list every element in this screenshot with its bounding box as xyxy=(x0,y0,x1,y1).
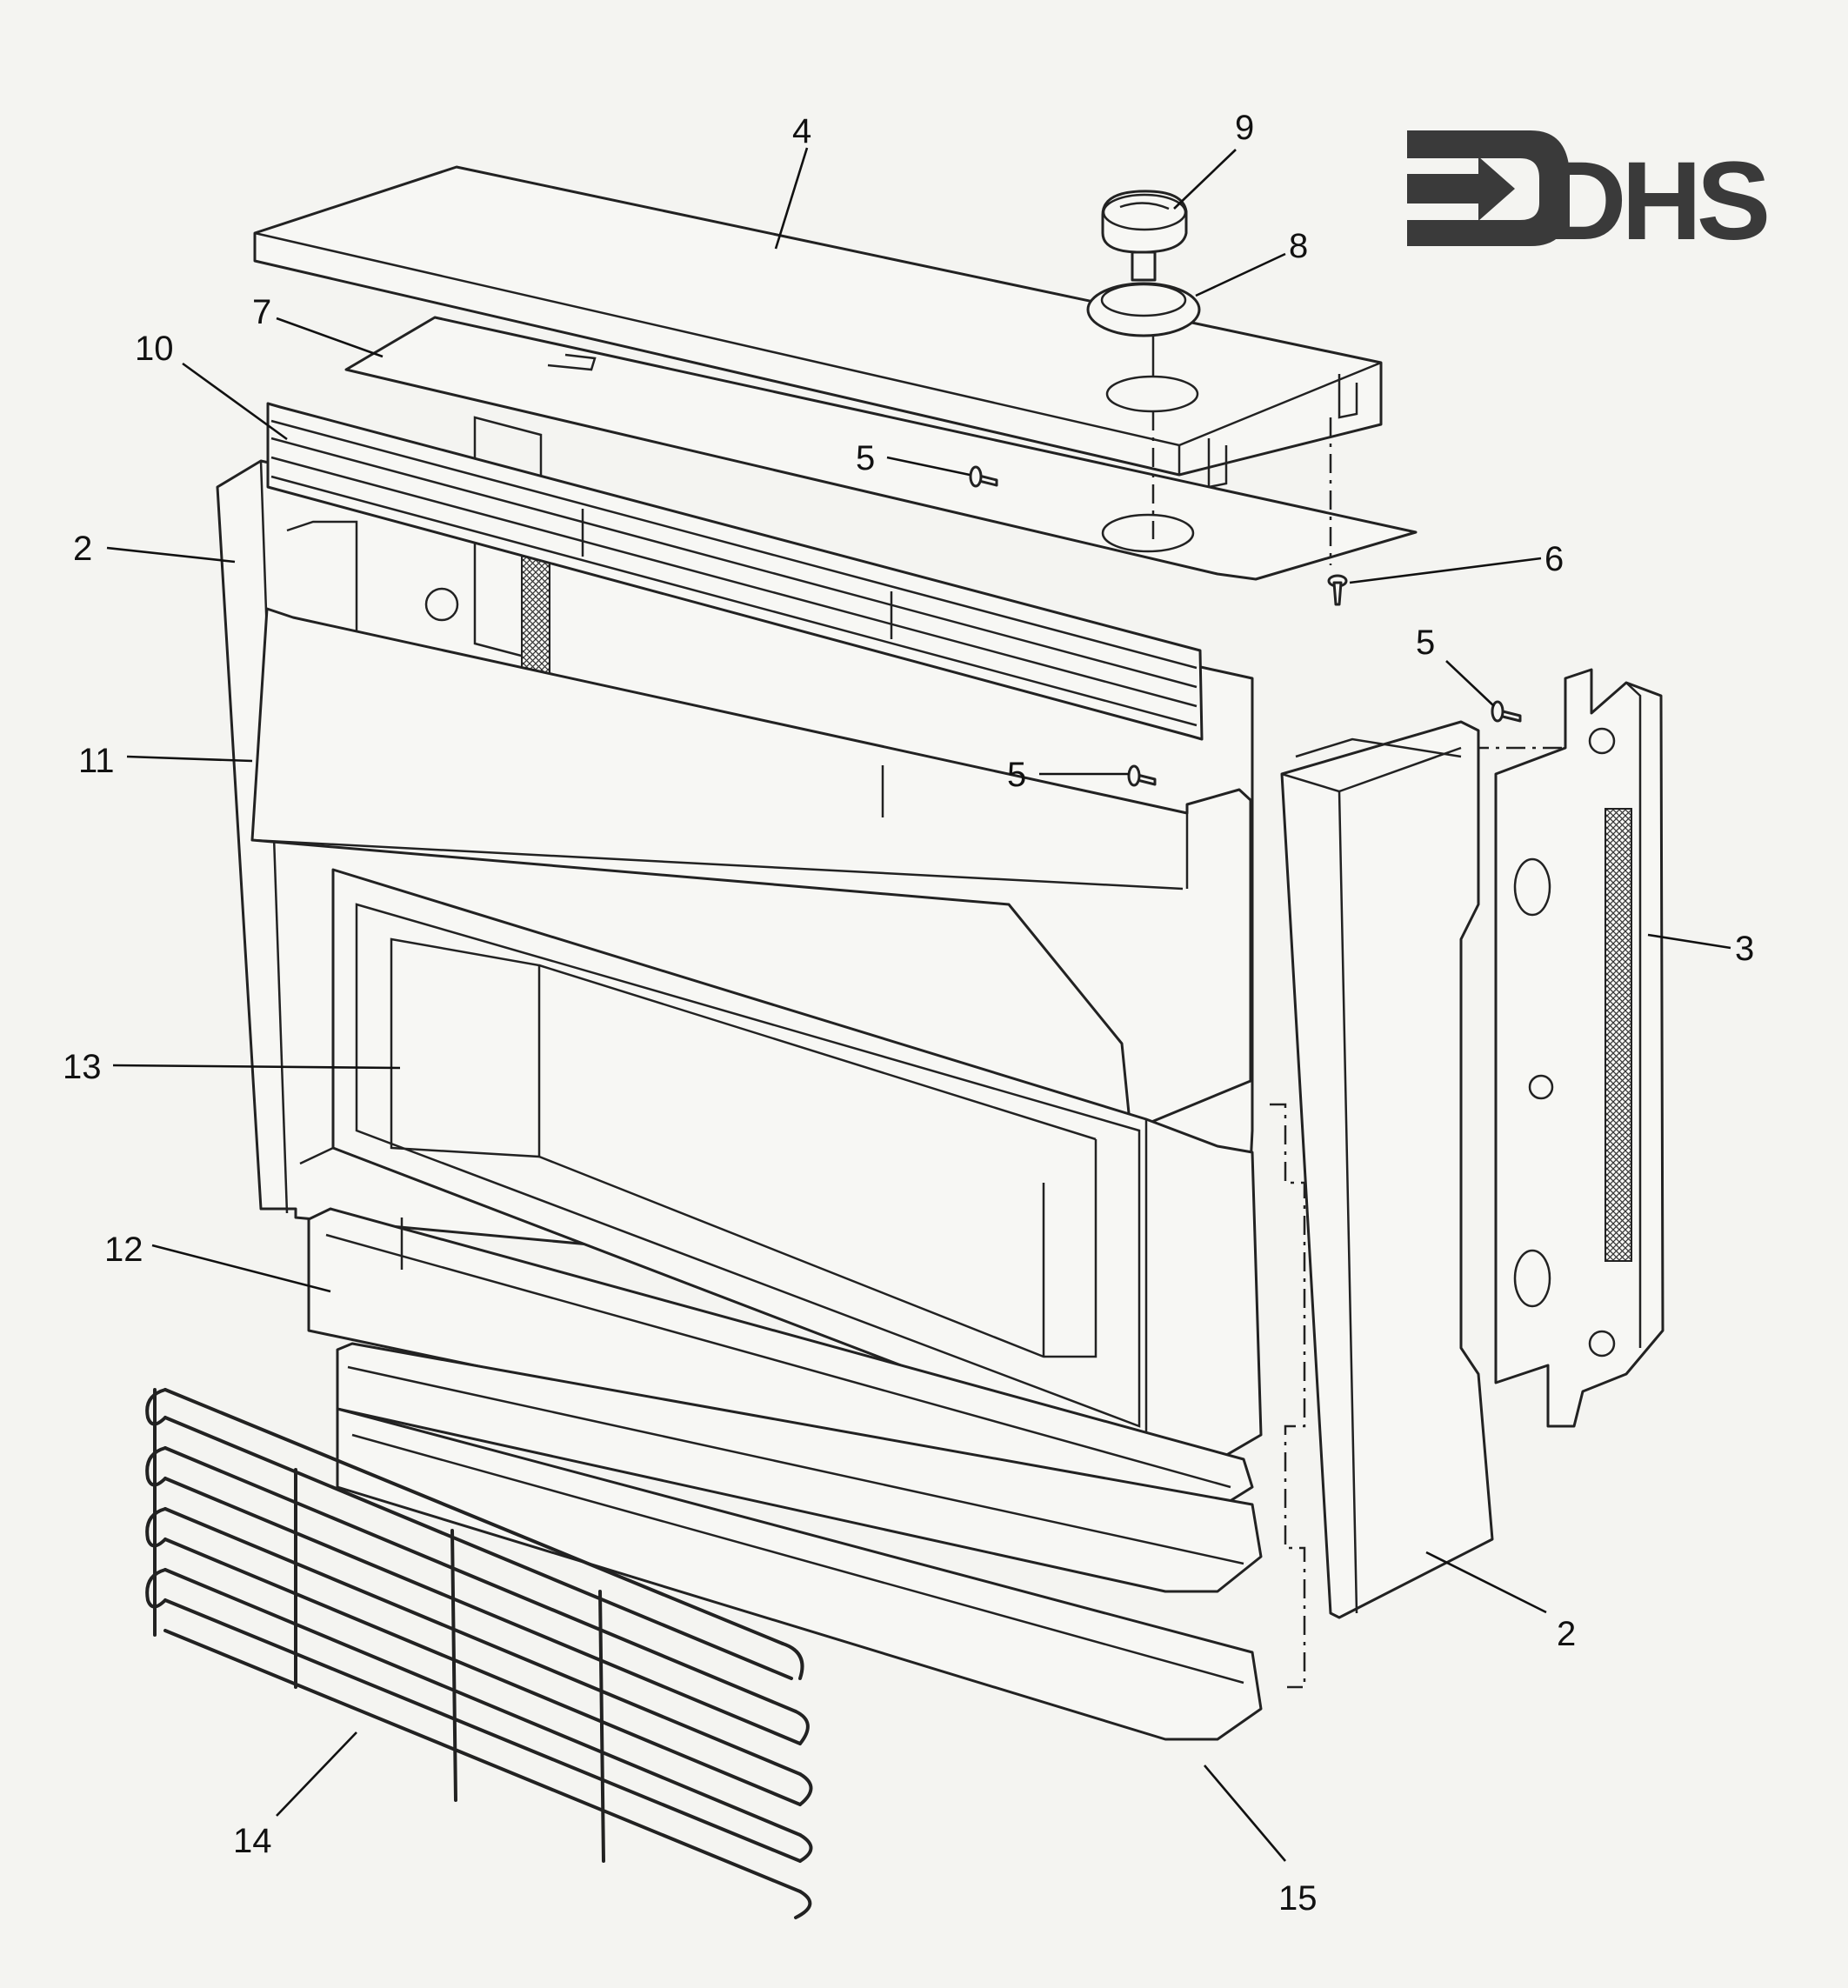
callout-13: 13 xyxy=(63,1048,102,1086)
callout-11: 11 xyxy=(78,742,115,780)
part-10-louvre xyxy=(266,402,1204,741)
callout-10: 10 xyxy=(135,330,174,368)
part-13-main-body xyxy=(299,868,1263,1467)
callout-8: 8 xyxy=(1289,227,1308,265)
screw-icon xyxy=(969,465,998,488)
callout-2-top: 2 xyxy=(73,530,92,568)
callout-3: 3 xyxy=(1735,930,1754,968)
callout-2-bot: 2 xyxy=(1557,1615,1576,1653)
callout-7: 7 xyxy=(252,293,271,331)
arrow-into-bracket-logo-icon xyxy=(1407,130,1570,246)
callout-labels: 4 9 8 7 10 2 5 6 5 5 11 3 13 12 2 14 15 xyxy=(63,109,1754,1918)
dhs-logo: DHS xyxy=(1407,130,1772,264)
part-15-bottom-trim xyxy=(336,1342,1263,1741)
callout-4: 4 xyxy=(792,112,811,150)
callout-15: 15 xyxy=(1278,1879,1318,1918)
part-11-upper-front-panel xyxy=(250,607,1252,1132)
callout-6: 6 xyxy=(1544,540,1564,578)
leader-lines xyxy=(106,147,1731,1862)
logo-text: DHS xyxy=(1546,139,1767,264)
part-4-top-cover xyxy=(253,165,1383,489)
part-2-right-side-panel xyxy=(1280,720,1494,1619)
callout-5-b: 5 xyxy=(1416,624,1435,662)
part-8-knob-base xyxy=(1086,282,1201,413)
part-3-rear-bracket xyxy=(1494,668,1665,1428)
callout-5-a: 5 xyxy=(856,439,875,477)
part-7-top-plate xyxy=(344,316,1418,581)
screws xyxy=(969,465,1522,787)
screw-icon xyxy=(1491,700,1522,723)
callout-5-c: 5 xyxy=(1007,756,1026,794)
callout-12: 12 xyxy=(104,1231,143,1269)
part-9-knob xyxy=(1101,190,1188,282)
callout-9: 9 xyxy=(1235,109,1254,147)
callout-14: 14 xyxy=(233,1822,272,1860)
screw-icon xyxy=(1127,764,1157,787)
screw-icon xyxy=(1327,574,1348,606)
part-14-wire-guard xyxy=(145,1388,813,1919)
